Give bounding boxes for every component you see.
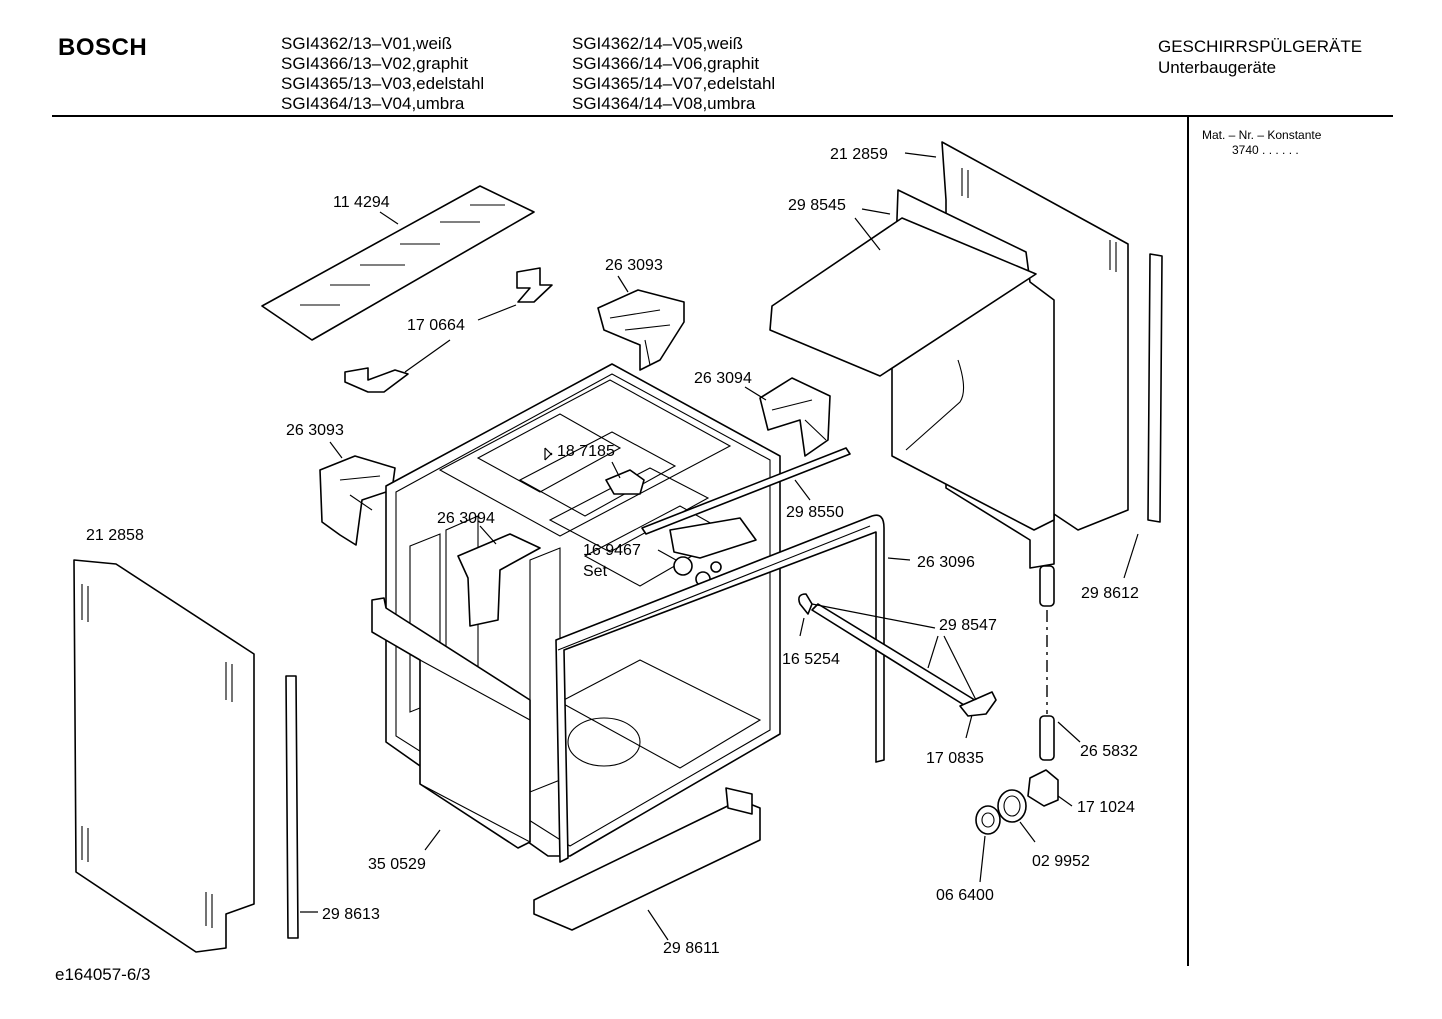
part-seal-strip-left (285, 675, 299, 939)
category-subtitle: Unterbaugeräte (1158, 58, 1277, 77)
part-side-panel-left (73, 559, 255, 953)
part-label: 26 3093 (605, 257, 663, 274)
part-label: 17 0664 (407, 317, 465, 334)
part-label: 29 8547 (939, 617, 997, 634)
part-bracket-upper (516, 267, 553, 303)
material-note-label: Mat. – Nr. – Konstante (1202, 128, 1322, 142)
part-label: 17 1024 (1077, 799, 1135, 816)
part-cover-right (759, 377, 831, 457)
model-item: SGI4366/14–V06,graphit (572, 54, 760, 73)
part-door-seal (555, 514, 885, 863)
part-arm-clip (798, 593, 813, 615)
model-item: SGI4366/13–V02,graphit (281, 54, 469, 73)
model-list-right: SGI4362/14–V05,weiß SGI4366/14–V06,graph… (572, 34, 775, 114)
part-label: 02 9952 (1032, 853, 1090, 870)
part-spray-arm (811, 603, 997, 717)
model-list-left: SGI4362/13–V01,weiß SGI4366/13–V02,graph… (281, 34, 484, 114)
drawing-id: e164057-6/3 (55, 965, 151, 984)
part-filter-seal (975, 805, 1001, 835)
part-seal-strip-upper (641, 447, 851, 535)
part-label: 29 8550 (786, 504, 844, 521)
part-label: 29 8611 (663, 940, 720, 957)
part-clip-upper (597, 289, 685, 371)
part-label: 11 4294 (333, 194, 390, 211)
model-item: SGI4362/14–V05,weiß (572, 34, 744, 53)
part-ring-nut (997, 789, 1027, 823)
part-label: 26 3094 (437, 510, 495, 527)
part-label: 26 3096 (917, 554, 975, 571)
model-item: SGI4365/14–V07,edelstahl (572, 74, 776, 93)
part-label: 26 3093 (286, 422, 344, 439)
part-label: 16 5254 (782, 651, 840, 668)
part-top-plate (769, 189, 1055, 531)
part-small-clip (605, 469, 645, 495)
part-label: Set (583, 563, 608, 580)
part-label: 26 5832 (1080, 743, 1138, 760)
part-label: 29 8545 (788, 197, 846, 214)
part-clip-left (319, 455, 396, 546)
part-label: 35 0529 (368, 856, 426, 873)
model-item: SGI4362/13–V01,weiß (281, 34, 453, 53)
part-label: 18 7185 (557, 443, 615, 460)
brand-logo: BOSCH (58, 34, 148, 61)
model-item: SGI4364/13–V04,umbra (281, 94, 465, 113)
part-front-panel (371, 597, 531, 849)
part-plinth-strip (533, 787, 761, 931)
part-insulation-mat (261, 185, 535, 341)
part-label: 29 8613 (322, 906, 380, 923)
model-item: SGI4364/14–V08,umbra (572, 94, 756, 113)
part-label: 26 3094 (694, 370, 752, 387)
category-title: GESCHIRRSPÜLGERÄTE (1158, 37, 1363, 56)
part-seal-strip-right (1147, 253, 1163, 523)
part-labels: 21 2859 29 8545 11 4294 26 3093 17 0664 … (86, 146, 1139, 957)
part-label: 16 9467 (583, 542, 641, 559)
leader-lines (300, 152, 1139, 941)
part-label: 21 2858 (86, 527, 144, 544)
part-elbow-connector (1027, 769, 1059, 807)
part-bracket-lower (344, 367, 409, 393)
part-label: 17 0835 (926, 750, 984, 767)
model-item: SGI4365/13–V03,edelstahl (281, 74, 485, 93)
material-note: Mat. – Nr. – Konstante 3740 . . . . . . (1202, 128, 1321, 158)
part-label: 21 2859 (830, 146, 888, 163)
part-label: 29 8612 (1081, 585, 1139, 602)
material-note-value: 3740 . . . . . . (1232, 143, 1299, 157)
part-hose-fitting (1039, 565, 1055, 761)
category-heading: GESCHIRRSPÜLGERÄTE Unterbaugeräte (1158, 36, 1362, 78)
part-label: 06 6400 (936, 887, 994, 904)
part-cover-lower (457, 533, 541, 627)
